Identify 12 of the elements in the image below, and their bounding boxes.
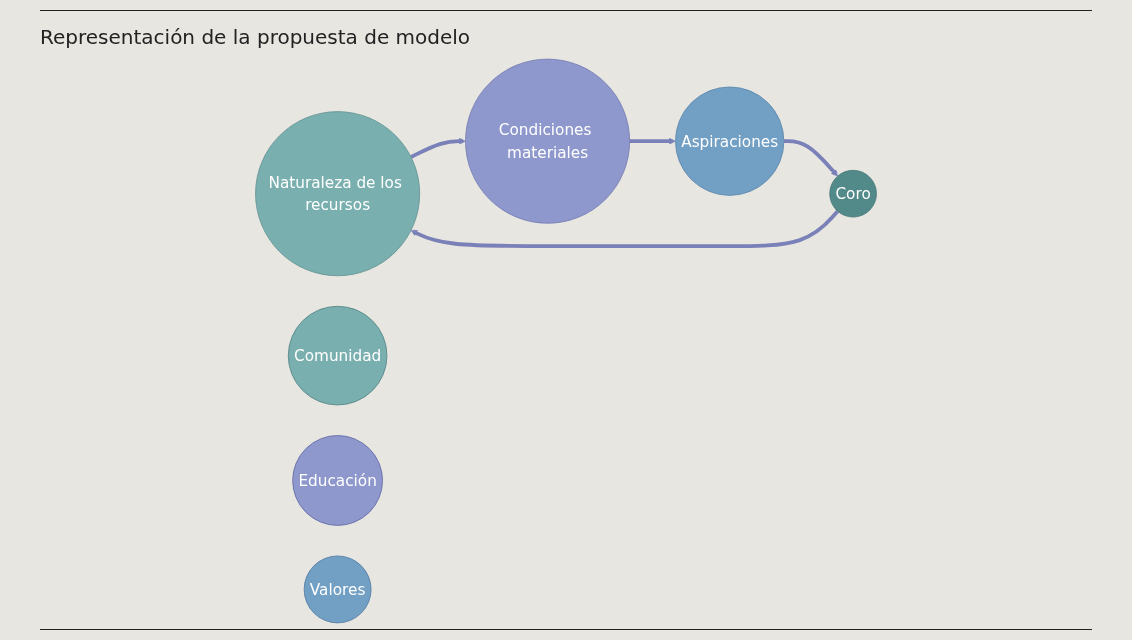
- node-circle: Valores: [303, 555, 372, 624]
- arrow: [410, 209, 840, 249]
- diagram-title: Representación de la propuesta de modelo: [40, 10, 1092, 49]
- node-circle: Aspiraciones: [675, 86, 785, 196]
- node-circle: Coro: [829, 169, 877, 218]
- node-circle: Educación: [292, 435, 383, 526]
- node-circle: Comunidad: [287, 305, 388, 406]
- arrow: [410, 137, 466, 159]
- node-circle: Naturaleza de los recursos: [255, 111, 421, 277]
- arrow: [629, 137, 676, 145]
- arrow: [783, 139, 838, 177]
- node-circle: Condiciones materiales: [465, 58, 631, 224]
